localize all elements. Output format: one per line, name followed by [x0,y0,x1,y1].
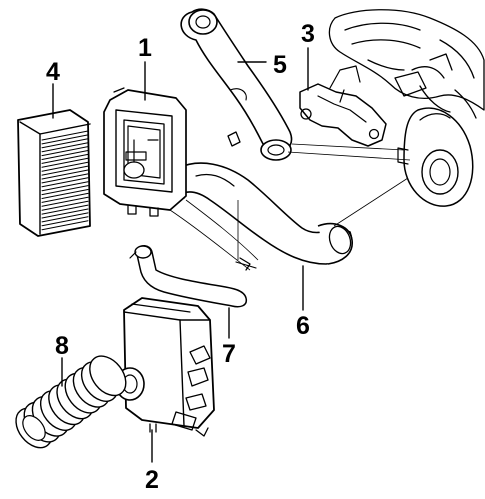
callout-8: 8 [55,332,69,360]
callout-7: 7 [222,340,236,368]
callout-6: 6 [296,312,310,340]
intake-duct [165,162,353,265]
callout-1: 1 [138,34,152,62]
air-cleaner-upper-housing [103,87,187,217]
air-filter-element [17,109,91,237]
callouts: 1 2 3 4 5 6 7 8 [46,20,315,494]
callout-4: 4 [46,58,60,86]
callout-5: 5 [273,51,287,79]
accordion-intake-duct [15,355,127,449]
callout-3: 3 [301,20,315,48]
throttle-body-inlet [397,107,474,207]
vent-hose [129,245,257,308]
air-cleaner-lower-housing [115,297,215,437]
callout-2: 2 [145,466,159,494]
upper-intake-hose [180,8,293,161]
leader-lines [52,47,309,463]
assembly-lines [169,143,411,271]
mounting-bracket [299,65,387,147]
engine-block [328,9,485,119]
